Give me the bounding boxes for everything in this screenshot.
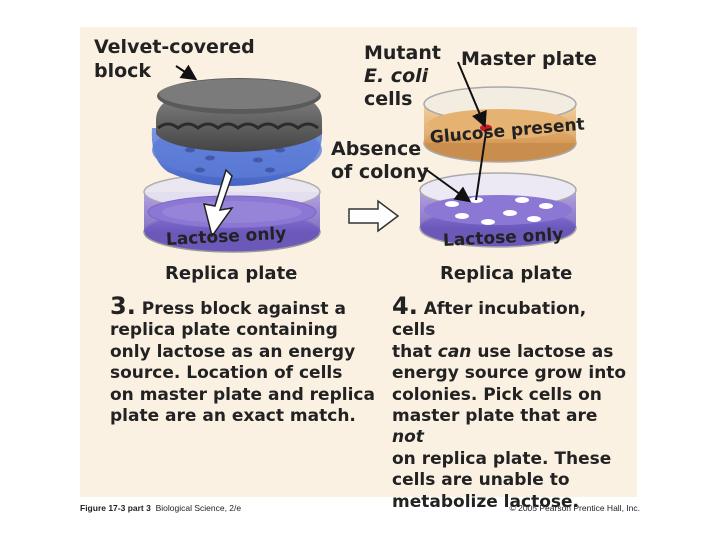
figure-ref: Figure 17-3 part 3 <box>80 503 151 513</box>
mutant-pointer <box>457 61 487 128</box>
mutant-label-2: E. coli <box>364 65 429 87</box>
replica-plate-label-right: Replica plate <box>440 263 573 284</box>
step-4-line: master plate that are not <box>392 406 598 448</box>
step-3-line: Press block against a <box>141 299 346 319</box>
step-3-text: 3. Press block against a replica plate c… <box>110 294 378 427</box>
book-title: Biological Science, 2/e <box>155 503 242 513</box>
master-plate <box>423 86 577 163</box>
step-3-line: only lactose as an energy <box>110 341 356 362</box>
step-4-line: on replica plate. These <box>392 448 612 469</box>
velvet-block <box>151 78 323 186</box>
step-4-line: energy source grow into <box>392 363 627 384</box>
master-to-replica-line <box>475 131 487 201</box>
replica-plate-label-left: Replica plate <box>165 263 298 284</box>
incubation-arrow <box>348 199 400 233</box>
absence-pointer <box>423 167 472 203</box>
mutant-label-3: cells <box>364 88 413 110</box>
step-3-line: plate are an exact match. <box>110 406 356 427</box>
step-3-line: on master plate and replica <box>110 384 375 405</box>
velvet-pointer <box>175 64 198 81</box>
absence-label-1: Absence <box>331 138 422 160</box>
step-4-line: metabolize lactose. <box>392 491 579 512</box>
replica-plate-left <box>143 173 321 253</box>
step-4-number: 4. <box>392 292 418 320</box>
mutant-label-1: Mutant <box>364 42 441 64</box>
absence-label-2: of colony <box>331 161 429 183</box>
step-4-line: colonies. Pick cells on <box>392 384 602 405</box>
press-down-arrow <box>202 168 234 238</box>
step-4-text: 4. After incubation, cells that can use … <box>392 294 632 513</box>
step-3-line: source. Location of cells <box>110 363 343 384</box>
figure-caption: Figure 17-3 part 3 Biological Science, 2… <box>80 503 241 513</box>
master-plate-label: Master plate <box>461 48 597 70</box>
step-4-line: After incubation, cells <box>392 299 587 341</box>
step-4-line: that can use lactose as <box>392 341 614 362</box>
step-3-line: replica plate containing <box>110 320 338 341</box>
step-3-number: 3. <box>110 292 136 320</box>
velvet-block-label-1: Velvet-covered <box>94 36 255 58</box>
velvet-block-label-2: block <box>94 60 152 82</box>
step-4-line: cells are unable to <box>392 470 570 491</box>
lactose-colonies <box>445 197 553 225</box>
copyright: © 2005 Pearson Prentice Hall, Inc. <box>509 503 640 513</box>
